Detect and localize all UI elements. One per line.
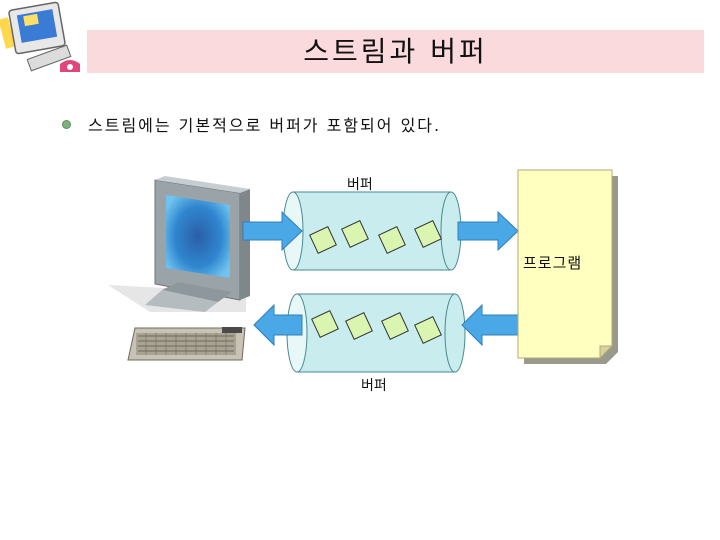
arrow-buffer-to-program [457,210,519,252]
buffer-top-label: 버퍼 [347,177,373,193]
computer-clipart-icon [0,1,80,72]
bullet-text: 스트림에는 기본적으로 버퍼가 포함되어 있다. [88,116,442,135]
data-packet [345,312,373,340]
arrow-monitor-to-buffer [242,210,303,252]
arrow-program-to-buffer [461,303,519,347]
bullet-dot [62,120,71,129]
monitor-icon [108,176,250,312]
buffer-bottom-label: 버퍼 [361,378,387,394]
program-note [517,169,618,364]
data-packet [311,310,339,338]
data-packet [414,316,442,344]
slide-title: 스트림과 버퍼 [303,35,488,68]
arrow-buffer-to-keyboard [253,303,303,347]
data-packet [378,226,406,254]
data-packet [381,312,409,340]
title-bar [87,30,704,73]
data-packet [414,220,442,248]
keyboard-icon [127,327,246,361]
data-packet [309,226,337,254]
data-packet [341,220,369,248]
program-label: 프로그램 [523,254,583,272]
